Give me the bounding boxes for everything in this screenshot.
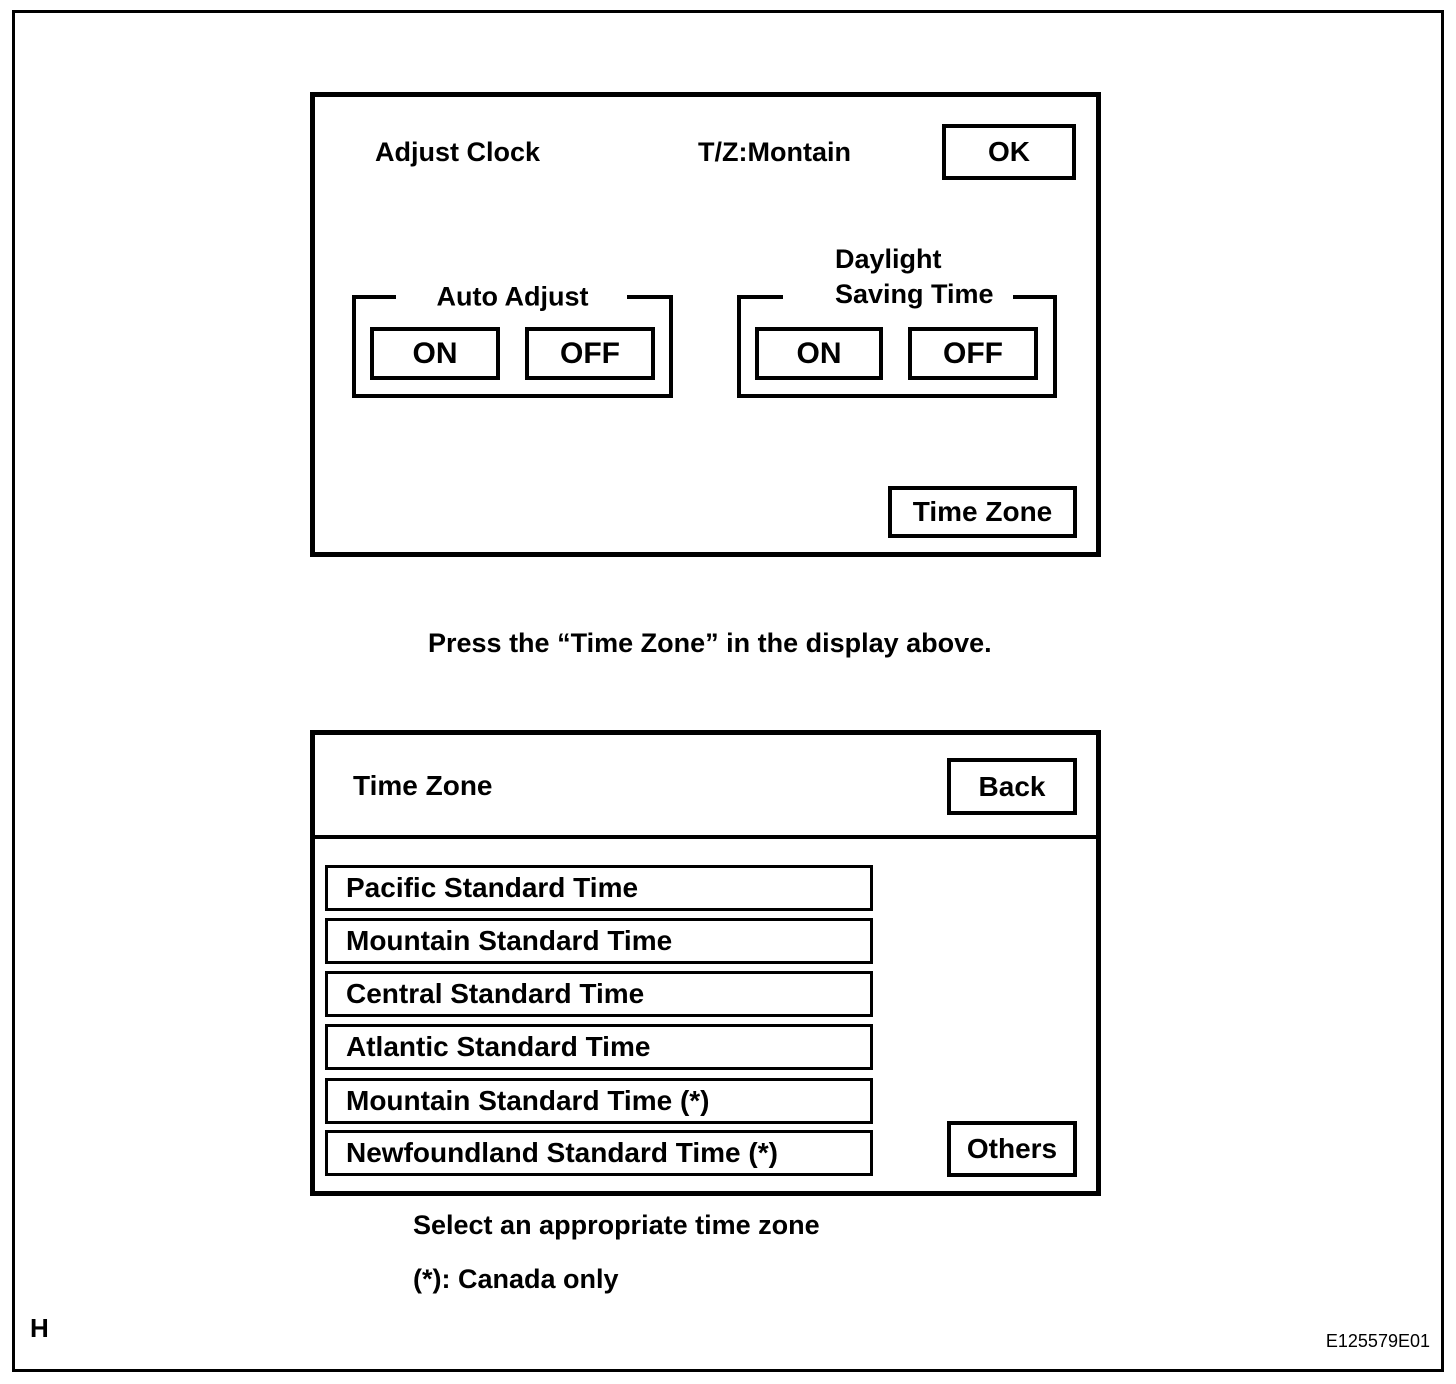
daylight-saving-label-line2: Saving Time [835,279,994,309]
daylight-saving-group: Daylight Saving Time ON OFF [737,242,1057,398]
dst-off-button[interactable]: OFF [908,327,1038,380]
timezone-status-label: T/Z:Montain [698,137,851,167]
zone-item-pacific[interactable]: Pacific Standard Time [325,865,873,911]
dst-on-button[interactable]: ON [755,327,883,380]
page-corner-label: H [30,1313,49,1343]
adjust-clock-screen: Adjust Clock T/Z:Montain OK Auto Adjust … [310,92,1101,557]
daylight-saving-label: Daylight Saving Time [825,242,1004,312]
dst-bracket-right [1013,295,1057,299]
figure-code: E125579E01 [1325,1331,1430,1351]
others-button[interactable]: Others [947,1121,1077,1177]
zone-item-mountain[interactable]: Mountain Standard Time [325,918,873,964]
canada-only-note: (*): Canada only [413,1264,619,1294]
auto-adjust-bracket-left [352,295,396,299]
ok-button[interactable]: OK [942,124,1076,180]
auto-adjust-bracket-right [627,295,673,299]
time-zone-button[interactable]: Time Zone [888,486,1077,538]
header-divider [315,835,1096,839]
adjust-clock-title: Adjust Clock [375,137,541,167]
zone-item-mountain-canada[interactable]: Mountain Standard Time (*) [325,1078,873,1124]
zone-item-newfoundland-canada[interactable]: Newfoundland Standard Time (*) [325,1130,873,1176]
page-border [12,10,1444,1372]
select-zone-caption: Select an appropriate time zone [413,1210,820,1240]
press-time-zone-caption: Press the “Time Zone” in the display abo… [428,628,992,658]
auto-adjust-label: Auto Adjust [424,281,601,313]
auto-adjust-group: Auto Adjust ON OFF [352,281,673,398]
time-zone-screen: Time Zone Back Pacific Standard Time Mou… [310,730,1101,1196]
zone-item-atlantic[interactable]: Atlantic Standard Time [325,1024,873,1070]
time-zone-title: Time Zone [353,770,493,801]
daylight-saving-label-line1: Daylight [835,244,942,274]
auto-adjust-off-button[interactable]: OFF [525,327,655,380]
back-button[interactable]: Back [947,758,1077,815]
zone-item-central[interactable]: Central Standard Time [325,971,873,1017]
dst-bracket-left [737,295,783,299]
auto-adjust-on-button[interactable]: ON [370,327,500,380]
